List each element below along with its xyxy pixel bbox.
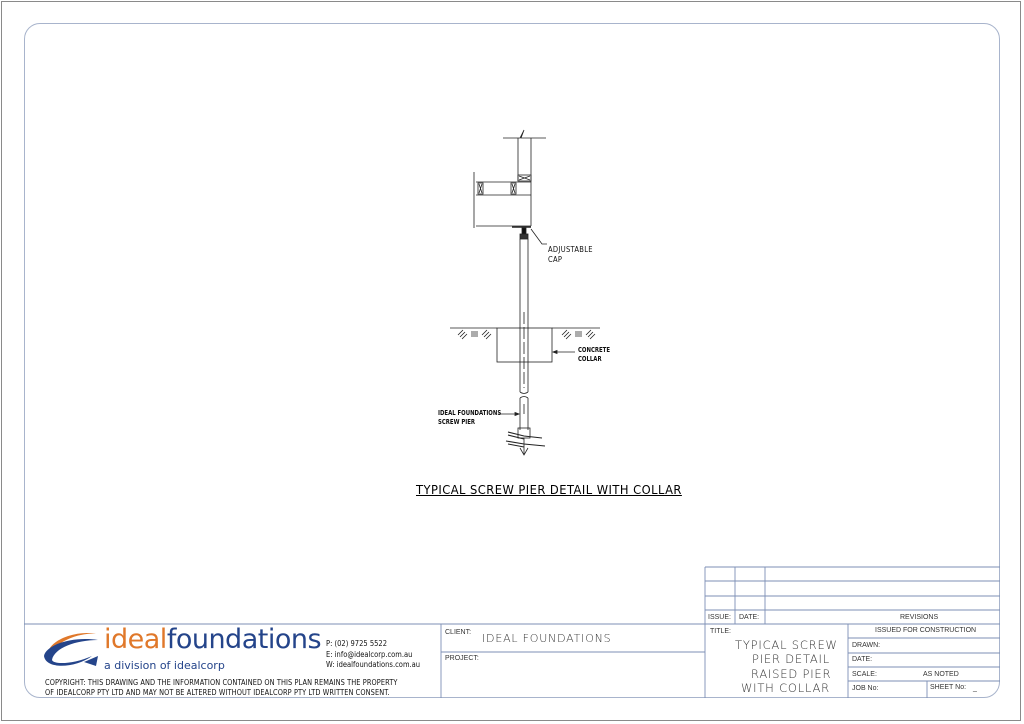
date-label: DATE: — [852, 656, 873, 663]
adjustable-cap-label-line1: ADJUSTABLE — [548, 245, 593, 254]
adjustable-cap-label: ADJUSTABLE CAP — [548, 245, 593, 265]
revisions-label: REVISIONS — [900, 614, 939, 621]
screw-pier-label-line2: SCREW PIER — [438, 418, 476, 426]
sheet-border — [24, 23, 1000, 698]
contact-phone: P: (02) 9725 5522 — [326, 639, 388, 648]
title-label: TITLE: — [710, 628, 732, 635]
wall-break-line — [503, 129, 546, 139]
scale-label: SCALE: — [852, 671, 877, 678]
issue-label: ISSUE: — [708, 614, 731, 621]
title-line-4: WITH COLLAR — [741, 681, 830, 695]
client-value: IDEAL FOUNDATIONS — [482, 632, 612, 645]
logo-foundations-text: foundations — [166, 624, 322, 655]
drawing-caption: TYPICAL SCREW PIER DETAIL WITH COLLAR — [416, 482, 682, 497]
sheet-number-label: SHEET No: — [930, 684, 967, 691]
concrete-collar-label-line2: COLLAR — [578, 355, 602, 363]
title-block-grid — [24, 566, 1000, 698]
concrete-collar-label-line1: CONCRETE — [578, 346, 610, 354]
concrete-collar-label: CONCRETE COLLAR — [578, 346, 610, 364]
company-logo: idealfoundations — [104, 624, 322, 656]
client-label: CLIENT: — [445, 629, 472, 636]
logo-swoosh-icon — [44, 632, 98, 666]
screw-pier-label: IDEAL FOUNDATIONS SCREW PIER — [438, 409, 501, 427]
title-line-2: PIER DETAIL — [752, 652, 830, 666]
sheet-number-value: _ — [973, 685, 977, 692]
project-label: PROJECT: — [445, 655, 479, 662]
adjustable-cap-label-line2: CAP — [548, 255, 563, 264]
contact-website: W: idealfoundations.com.au — [326, 660, 421, 669]
drawn-label: DRAWN: — [852, 642, 881, 649]
copyright-line-1: COPYRIGHT: THIS DRAWING AND THE INFORMAT… — [45, 678, 398, 687]
logo-ideal-text: ideal — [104, 624, 167, 655]
screw-pier-label-line1: IDEAL FOUNDATIONS — [438, 409, 502, 417]
contact-email: E: info@idealcorp.com.au — [326, 650, 413, 659]
job-number-label: JOB No: — [852, 685, 879, 692]
scale-value: AS NOTED — [923, 671, 959, 678]
logo-subtitle: a division of idealcorp — [104, 659, 225, 672]
title-line-3: RAISED PIER — [751, 667, 832, 681]
title-line-1: TYPICAL SCREW — [735, 638, 838, 652]
revision-date-label: DATE: — [739, 614, 760, 621]
status-label: ISSUED FOR CONSTRUCTION — [875, 627, 977, 634]
copyright-line-2: OF IDEALCORP PTY LTD AND MAY NOT BE ALTE… — [45, 688, 390, 697]
